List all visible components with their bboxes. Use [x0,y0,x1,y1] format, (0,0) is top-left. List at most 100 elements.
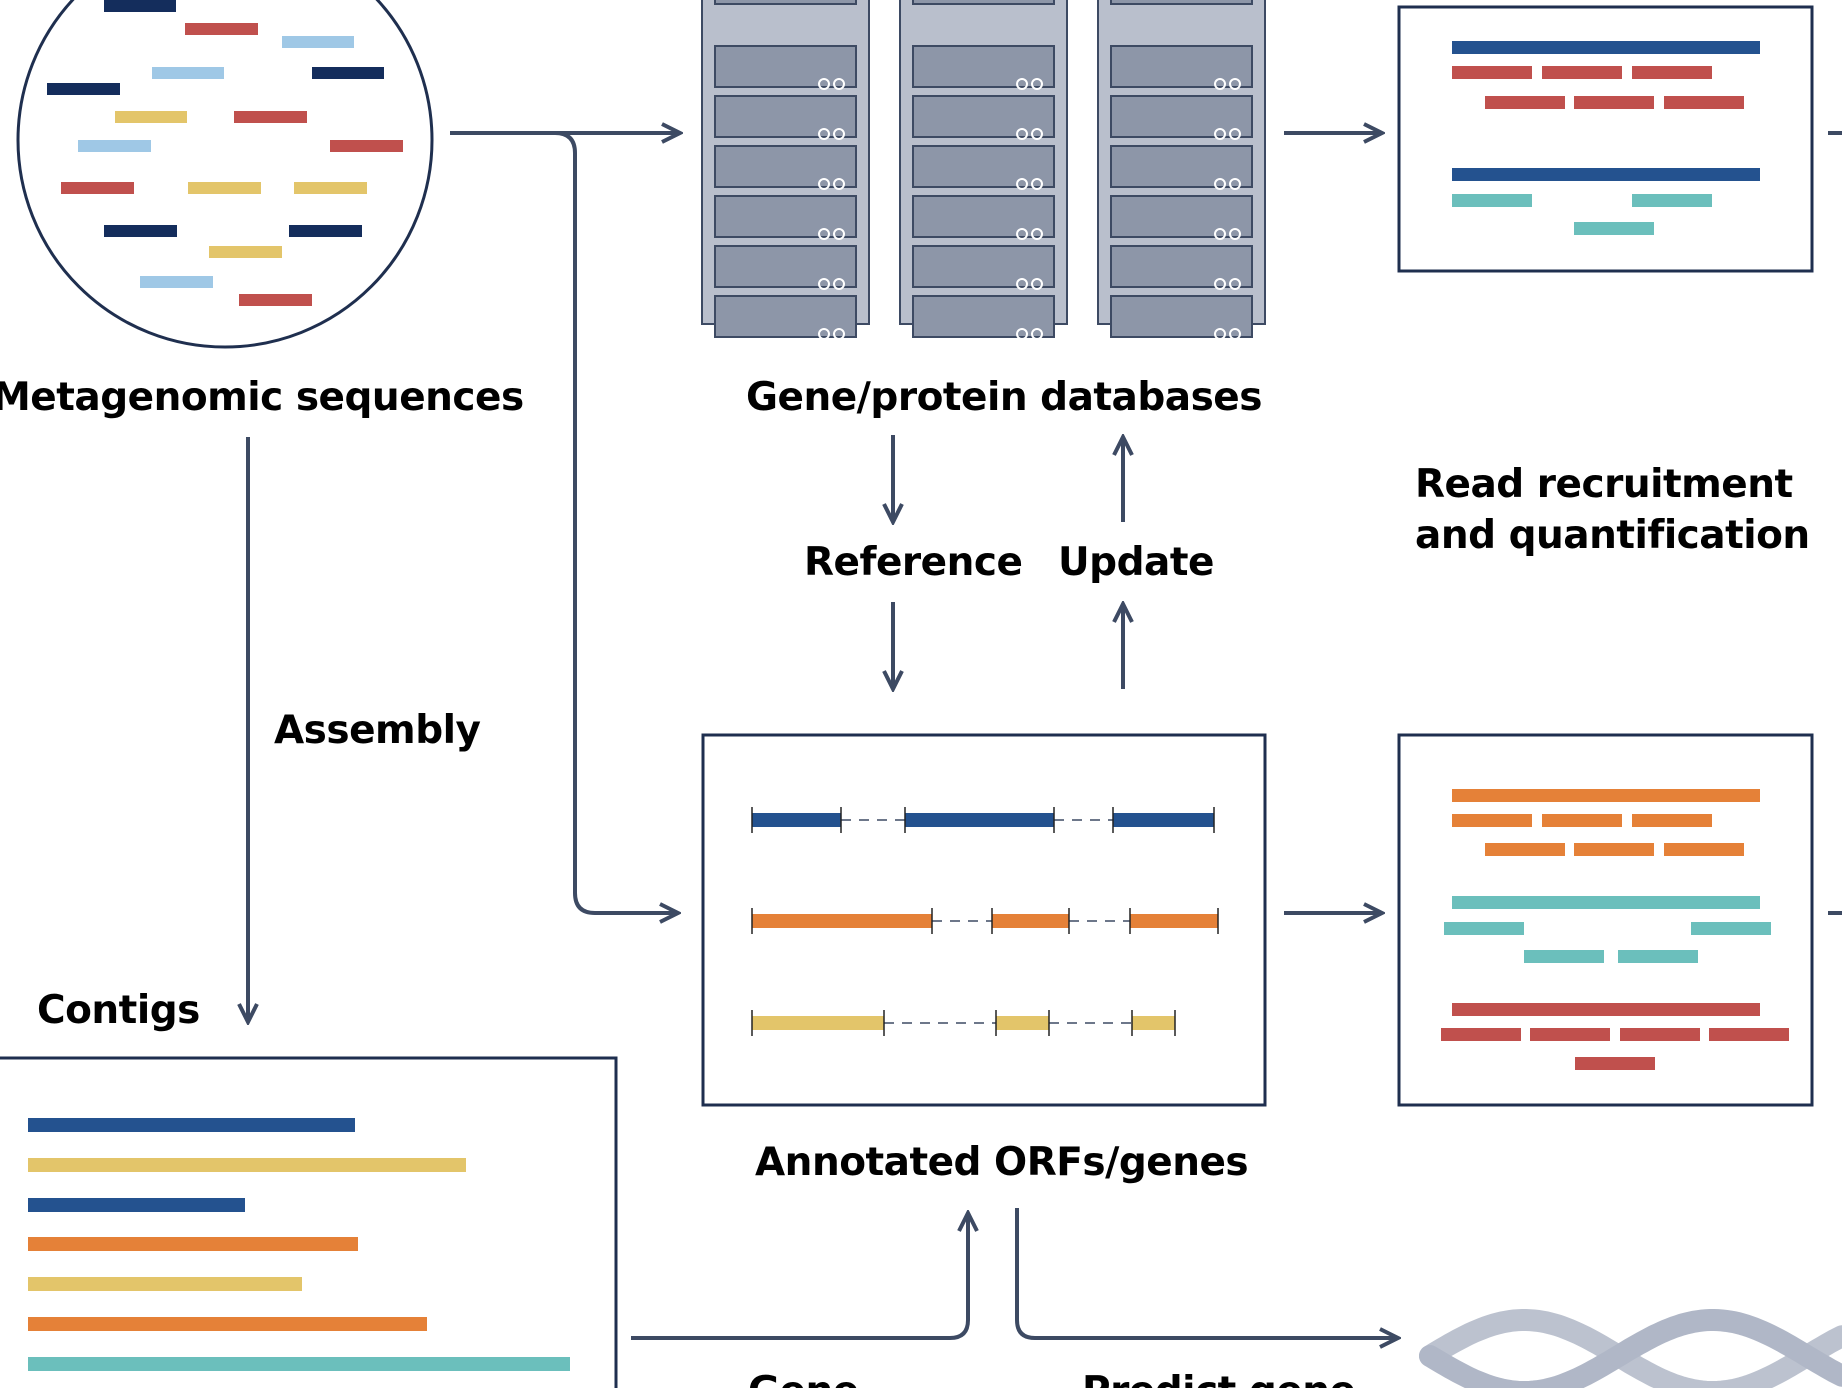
server-unit [1110,0,1253,5]
gene-model [751,1010,1176,1036]
label-gene-partial: Gene [748,1369,859,1388]
server-led [1214,278,1226,290]
contigs-box [0,1056,618,1388]
sequence-read [140,276,213,288]
sample-circle-icon [16,0,434,349]
recruited-read [1664,96,1744,109]
server-unit [912,95,1055,138]
sequence-read [104,0,176,12]
exon-segment [992,914,1069,928]
contig-line [28,1357,570,1371]
server-led [1031,78,1043,90]
dna-strand [1419,1309,1842,1388]
sequence-read [61,182,134,194]
server-rack-1 [701,0,870,340]
recruited-read [1542,66,1622,79]
quantified-read [1575,1057,1655,1070]
server-led [1016,78,1028,90]
sequence-read [209,246,282,258]
sequence-read [152,67,224,79]
server-unit [714,195,857,238]
quantified-read [1485,843,1565,856]
recruited-read [1452,194,1532,207]
label-read-recruitment-line1: Read recruitment [1415,462,1793,507]
dna-strand [1419,1309,1842,1388]
server-led [833,278,845,290]
recruited-read [1574,222,1654,235]
quantified-read [1452,896,1760,909]
server-led [1031,128,1043,140]
sequence-read [188,182,261,194]
server-led [1214,78,1226,90]
server-unit [1110,145,1253,188]
server-led [1229,328,1241,340]
server-unit [1110,245,1253,288]
recruited-read [1485,96,1565,109]
recruited-read [1452,168,1760,181]
quantified-read [1618,950,1698,963]
server-unit [912,0,1055,5]
sequence-read [239,294,312,306]
label-assembly: Assembly [274,708,480,753]
arrow-sequences-to-orfs [554,131,678,913]
server-unit [714,45,857,88]
server-led [818,328,830,340]
label-read-recruitment-line2: and quantification [1415,513,1810,558]
recruited-read [1452,41,1760,54]
server-led [1016,128,1028,140]
sequence-read [78,140,151,152]
label-gene-protein-databases: Gene/protein databases [746,375,1262,420]
server-led [1016,178,1028,190]
server-led [1229,278,1241,290]
recruited-read [1574,96,1654,109]
server-unit [714,95,857,138]
server-led [1016,328,1028,340]
server-led [1214,228,1226,240]
server-unit [912,145,1055,188]
exon-segment [752,914,932,928]
server-unit [714,0,857,5]
server-led [818,78,830,90]
contig-line [28,1317,427,1331]
server-led [1031,328,1043,340]
server-unit [912,195,1055,238]
dna-helix-icon [1419,1309,1842,1388]
read-recruitment-box [1397,5,1814,273]
quantified-read [1574,843,1654,856]
quantified-read [1452,789,1760,802]
server-led [1229,128,1241,140]
quantified-read [1542,814,1622,827]
server-rack-2 [899,0,1068,340]
sequence-read [330,140,403,152]
server-rack-3 [1097,0,1266,340]
exon-segment [1130,914,1218,928]
gene-model [751,908,1219,934]
exon-segment [905,813,1054,827]
server-unit [714,245,857,288]
quantified-read [1620,1028,1700,1041]
server-rack-icon [701,0,1266,340]
annotated-orfs-box [701,733,1267,1107]
server-led [818,178,830,190]
quantification-box [1397,733,1814,1107]
label-metagenomic-sequences: Metagenomic sequences [0,375,524,420]
label-update: Update [1058,540,1214,585]
quantified-read [1530,1028,1610,1041]
server-led [1031,178,1043,190]
label-reference: Reference [804,540,1022,585]
server-unit [912,295,1055,338]
server-unit [1110,95,1253,138]
quantified-read [1524,950,1604,963]
contig-line [28,1118,355,1132]
server-led [1016,228,1028,240]
server-unit [1110,45,1253,88]
quantified-read [1444,922,1524,935]
server-unit [714,295,857,338]
label-predict-gene-partial: Predict gene [1082,1369,1355,1388]
label-annotated-orfs-genes: Annotated ORFs/genes [755,1140,1248,1185]
server-unit [912,245,1055,288]
quantified-read [1709,1028,1789,1041]
label-contigs: Contigs [37,988,200,1033]
sequence-read [289,225,362,237]
sequence-read [312,67,384,79]
